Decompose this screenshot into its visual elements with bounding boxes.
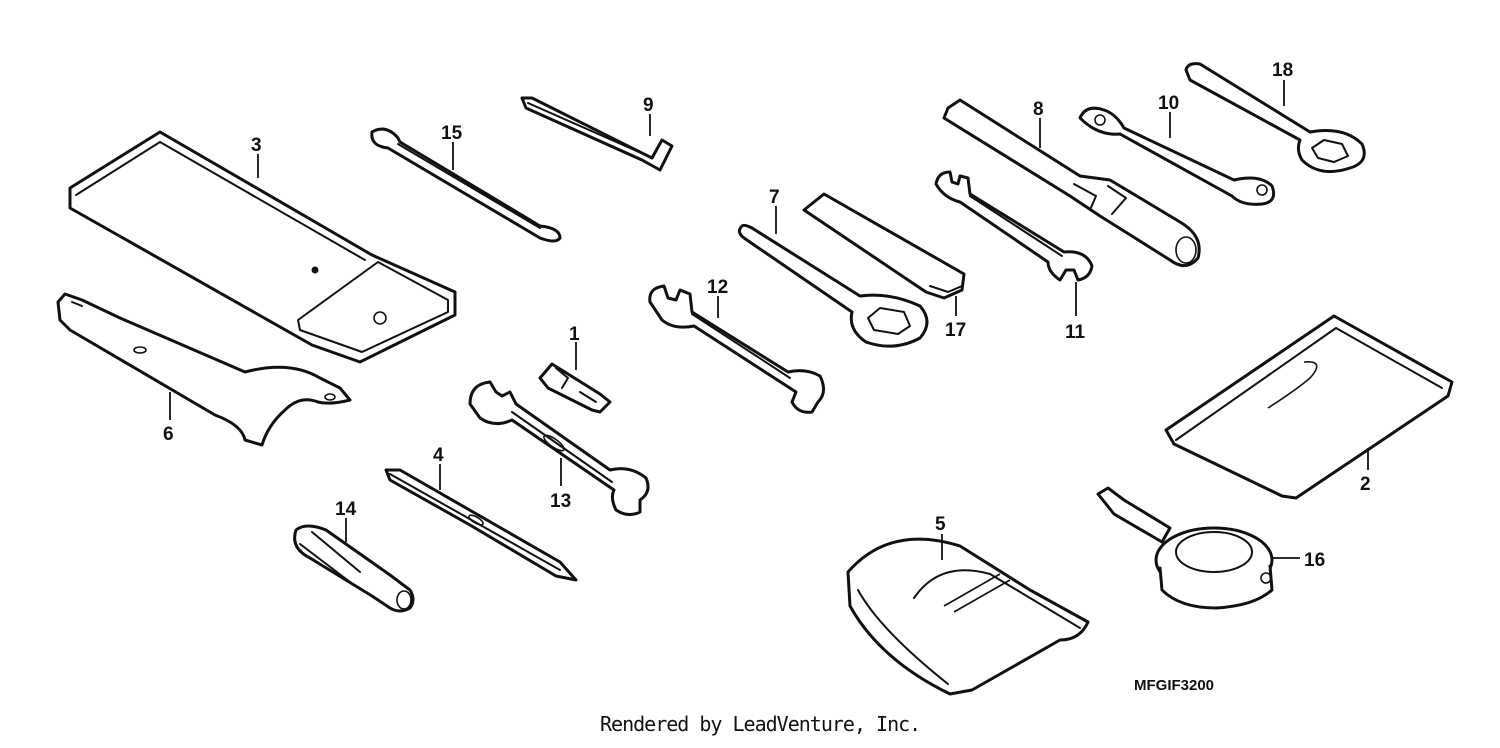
callout-8: 8 xyxy=(1033,99,1044,120)
part-9-hex-key xyxy=(520,96,674,172)
part-3-tool-bag xyxy=(68,130,457,364)
callout-14: 14 xyxy=(335,499,357,520)
callout-15: 15 xyxy=(441,123,463,144)
callout-10: 10 xyxy=(1158,93,1179,114)
credit-footer: Rendered by LeadVenture, Inc. xyxy=(600,712,920,736)
callout-6: 6 xyxy=(163,424,174,445)
part-8-plug-wrench xyxy=(942,98,1201,267)
part-4-driver-bit xyxy=(384,468,578,582)
part-6-pin-spanner xyxy=(56,292,352,447)
part-14-screwdriver-handle xyxy=(293,524,415,613)
callout-13: 13 xyxy=(550,491,571,512)
part-16-pressure-gauge xyxy=(1096,486,1274,610)
callout-4: 4 xyxy=(433,445,444,466)
part-1-fuse-puller xyxy=(538,362,612,414)
part-17-extension-handle xyxy=(802,192,966,300)
part-15-cable xyxy=(370,127,562,243)
callout-5: 5 xyxy=(935,514,946,535)
callout-1: 1 xyxy=(569,324,580,345)
callout-labels: 1 2 3 4 5 6 7 8 9 10 11 12 13 14 15 16 1… xyxy=(163,60,1371,571)
part-7-box-wrench xyxy=(737,223,929,348)
part-11-open-wrench xyxy=(934,170,1094,282)
callout-7: 7 xyxy=(769,187,780,208)
callout-3: 3 xyxy=(251,135,262,156)
callout-18: 18 xyxy=(1272,60,1293,81)
part-2-pouch xyxy=(1164,314,1454,500)
part-12-double-wrench xyxy=(648,284,825,414)
callout-16: 16 xyxy=(1304,550,1325,571)
callout-11: 11 xyxy=(1065,322,1086,343)
leader-lines xyxy=(169,80,1369,560)
diagram-code: MFGIF3200 xyxy=(1134,677,1214,694)
callout-9: 9 xyxy=(643,95,654,116)
part-10-offset-wrench xyxy=(1078,106,1276,206)
part-13-open-wrench xyxy=(468,380,650,517)
callout-17: 17 xyxy=(945,320,966,341)
part-18-ring-wrench xyxy=(1184,62,1366,174)
part-5-cloth-bag xyxy=(846,537,1090,696)
callout-12: 12 xyxy=(707,277,728,298)
callout-2: 2 xyxy=(1360,474,1371,495)
